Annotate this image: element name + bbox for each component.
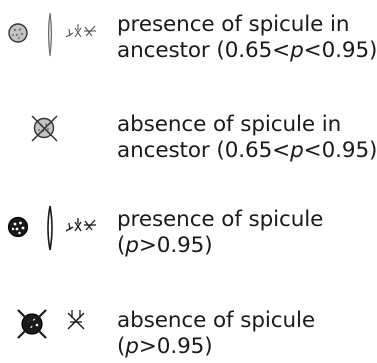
legend-label-line2: ancestor (0.65<p<0.95) (117, 138, 377, 163)
gray-monaxon-spicule-icon (47, 12, 53, 57)
legend-label-line2: (p>0.95) (117, 233, 213, 258)
crossed-branched-spicules-icon (67, 310, 85, 330)
legend-label-line2: (p>0.95) (117, 334, 213, 359)
legend-label-line2: ancestor (0.65<p<0.95) (117, 38, 377, 63)
black-branched-spicules-icon (65, 218, 96, 232)
legend-symbols (8, 12, 96, 57)
black-monaxon-spicule-icon (47, 205, 53, 251)
legend-label-line1: presence of spicule (117, 207, 324, 232)
legend-label: absence of spicule in ancestor (0.65<p<0… (117, 112, 377, 164)
legend-label: presence of spicule (p>0.95) (117, 207, 323, 259)
crossed-gray-sphere-icon (31, 115, 58, 142)
legend-symbols (31, 115, 58, 142)
legend-label: absence of spicule (p>0.95) (117, 308, 315, 360)
legend-symbols (7, 205, 96, 251)
gray-branched-spicules-icon (65, 24, 96, 38)
legend-item-absence-ancestor: absence of spicule in ancestor (0.65<p<0… (0, 95, 377, 185)
crossed-black-sphere-icon (17, 309, 47, 339)
legend-label: presence of spicule in ancestor (0.65<p<… (117, 12, 377, 64)
legend-label-line1: presence of spicule in (117, 12, 350, 37)
legend-item-presence: presence of spicule (p>0.95) (0, 192, 363, 272)
legend-label-line1: absence of spicule in (117, 112, 342, 137)
legend-item-absence: absence of spicule (p>0.95) (0, 280, 363, 363)
legend-symbols (17, 309, 85, 339)
legend-item-presence-ancestor: presence of spicule in ancestor (0.65<p<… (0, 0, 377, 80)
black-sphere-icon (7, 216, 29, 238)
legend-label-line1: absence of spicule (117, 308, 315, 333)
gray-sphere-icon (8, 23, 28, 43)
